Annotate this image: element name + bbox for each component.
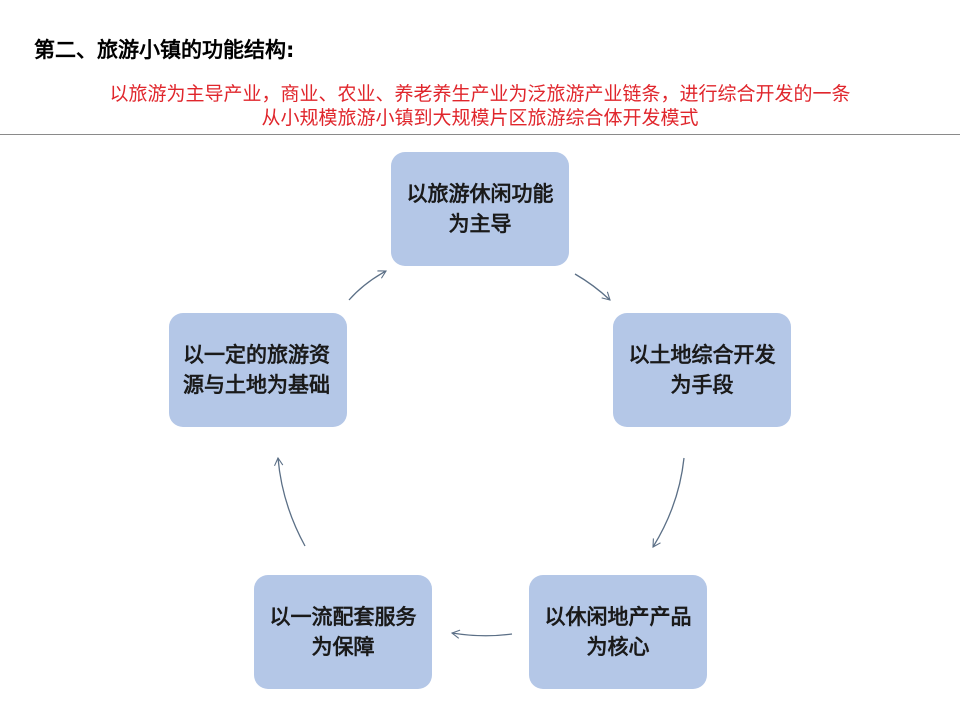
slide-subtitle: 以旅游为主导产业，商业、农业、养老养生产业为泛旅游产业链条，进行综合开发的一条 … xyxy=(0,82,960,130)
arrow-bottom-right-to-bottom-left xyxy=(450,629,513,639)
subtitle-line-2: 从小规模旅游小镇到大规模片区旅游综合体开发模式 xyxy=(261,107,699,129)
header-divider xyxy=(0,134,960,135)
arrow-bottom-left-to-left xyxy=(274,456,306,547)
subtitle-line-1: 以旅游为主导产业，商业、农业、养老养生产业为泛旅游产业链条，进行综合开发的一条 xyxy=(109,83,851,105)
node-tourism-leisure: 以旅游休闲功能为主导 xyxy=(391,152,569,266)
node-leisure-real-estate: 以休闲地产产品为核心 xyxy=(529,575,707,689)
node-tourism-leisure-label: 以旅游休闲功能为主导 xyxy=(406,182,554,236)
arrow-right-to-bottom-right xyxy=(652,457,685,548)
node-land-development-label: 以土地综合开发为手段 xyxy=(628,343,776,397)
node-resources-foundation-label: 以一定的旅游资源与土地为基础 xyxy=(183,343,330,397)
slide-title: 第二、旅游小镇的功能结构: xyxy=(34,38,295,62)
arrow-top-to-right xyxy=(574,273,611,301)
node-leisure-real-estate-label: 以休闲地产产品为核心 xyxy=(544,605,692,659)
arrow-left-to-top xyxy=(348,270,387,301)
node-supporting-services: 以一流配套服务为保障 xyxy=(254,575,432,689)
node-land-development: 以土地综合开发为手段 xyxy=(613,313,791,427)
node-resources-foundation: 以一定的旅游资源与土地为基础 xyxy=(169,313,347,427)
node-supporting-services-label: 以一流配套服务为保障 xyxy=(269,605,417,659)
